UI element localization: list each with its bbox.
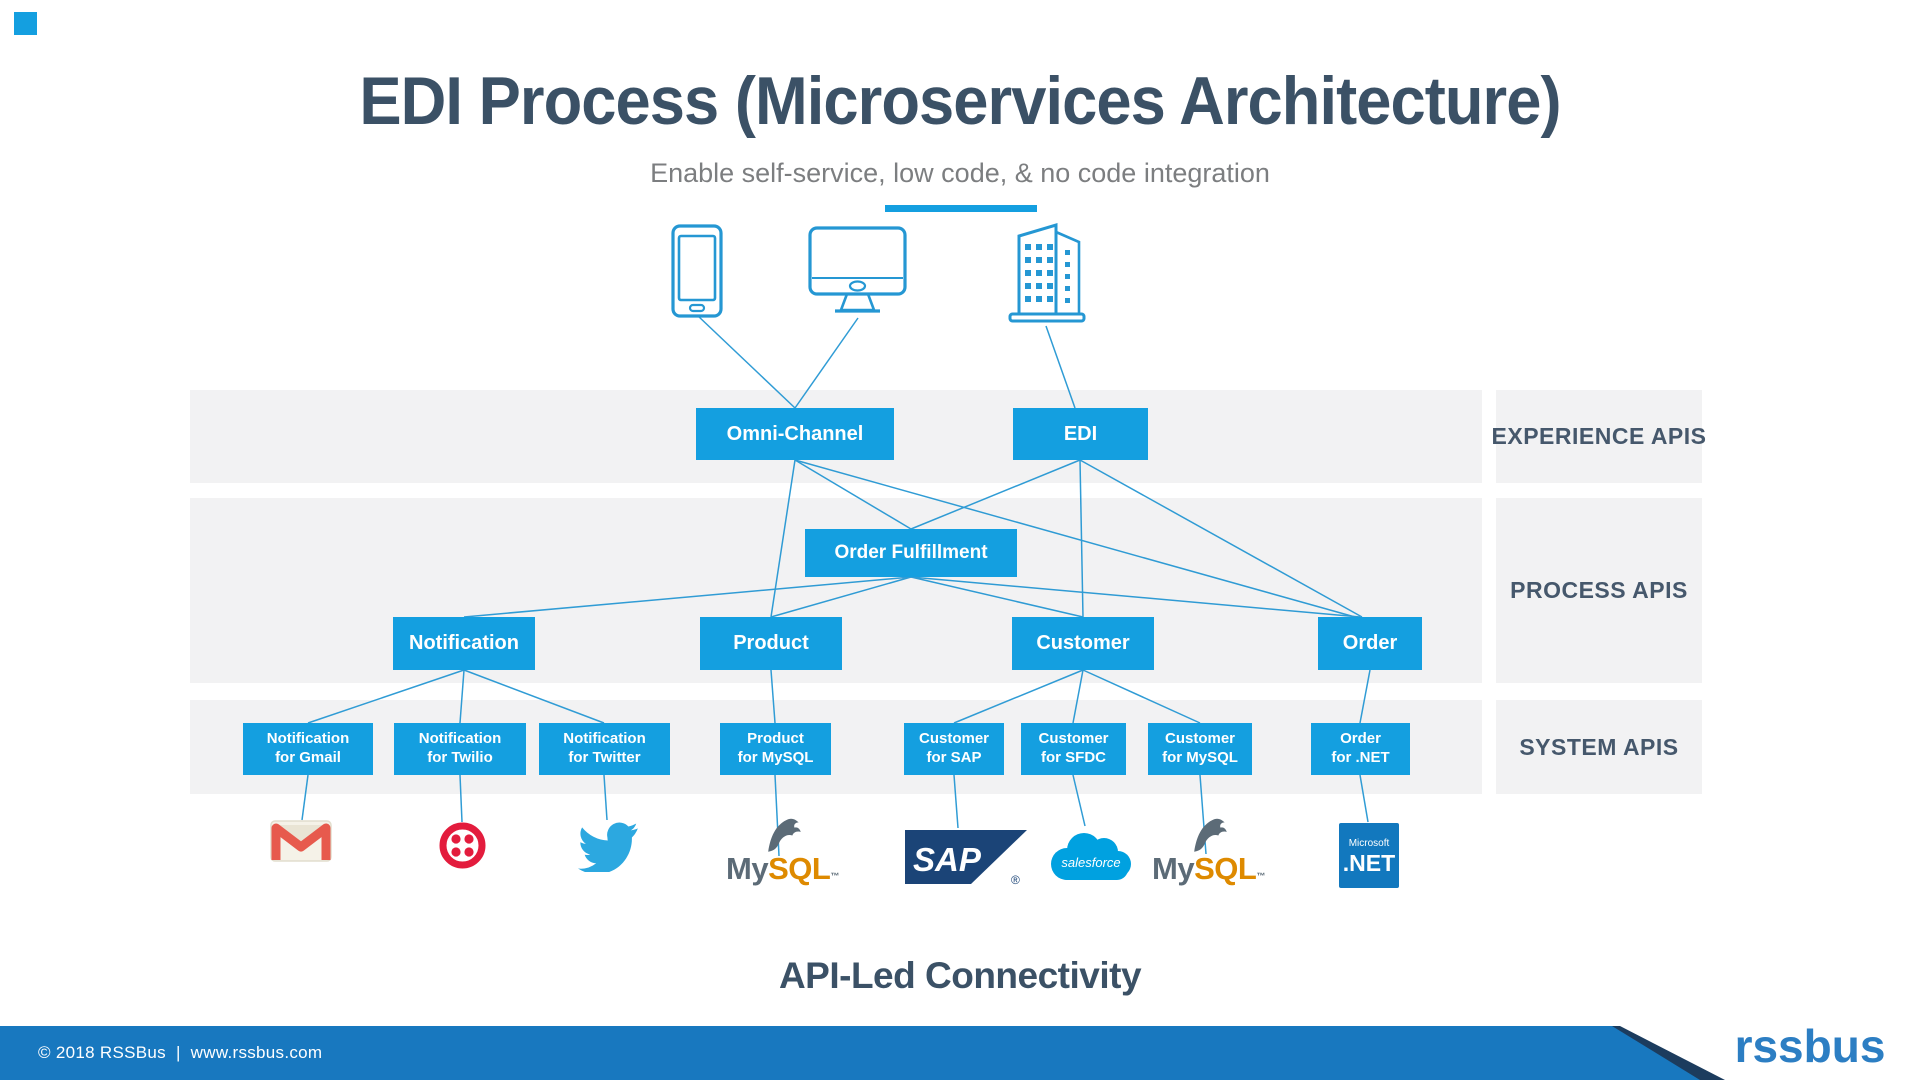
node-edi: EDI — [1013, 408, 1148, 460]
node-customer: Customer — [1012, 617, 1154, 670]
node-notification: Notification — [393, 617, 535, 670]
rssbus-logo: rssbus — [1734, 1020, 1886, 1072]
dotnet-logo: Microsoft .NET — [1339, 823, 1399, 888]
title-underline — [885, 205, 1037, 212]
svg-text:salesforce: salesforce — [1061, 855, 1120, 870]
node-product: Product — [700, 617, 842, 670]
footer-separator: | — [175, 1043, 181, 1062]
mysql-logo-customer: MySQL™ — [1152, 815, 1265, 887]
twilio-logo — [439, 822, 486, 869]
footer-website-link[interactable]: www.rssbus.com — [190, 1043, 323, 1062]
mysql-dolphin-icon — [768, 818, 801, 852]
node-order: Order — [1318, 617, 1422, 670]
mysql-logo-product: MySQL™ — [726, 815, 839, 887]
salesforce-logo: salesforce — [1051, 833, 1131, 880]
office-building-icon — [1008, 222, 1086, 323]
tagline: API-Led Connectivity — [778, 955, 1142, 996]
desktop-monitor-icon — [808, 226, 907, 313]
twitter-logo — [578, 822, 638, 872]
svg-text:.NET: .NET — [1343, 850, 1395, 876]
layer-label-system: SYSTEM APIS — [1496, 700, 1702, 794]
mysql-dolphin-icon — [1194, 818, 1227, 852]
page-title: EDI Process (Microservices Architecture) — [359, 63, 1561, 139]
node-omni-channel: Omni-Channel — [696, 408, 894, 460]
layer-label-experience: EXPERIENCE APIS — [1492, 390, 1706, 483]
gmail-logo — [270, 820, 332, 862]
node-order-fulfillment: Order Fulfillment — [805, 529, 1017, 577]
page-subtitle: Enable self-service, low code, & no code… — [650, 158, 1270, 188]
footer-copyright: © 2018 RSSBus — [38, 1043, 166, 1062]
svg-text:®: ® — [1011, 873, 1020, 887]
slide-accent-square — [14, 12, 37, 35]
smartphone-icon — [671, 224, 723, 318]
layer-label-process: PROCESS APIS — [1496, 498, 1702, 683]
sap-logo: SAP ® — [905, 830, 1027, 887]
svg-text:SAP: SAP — [913, 841, 982, 878]
svg-text:Microsoft: Microsoft — [1349, 838, 1390, 849]
footer-bar: © 2018 RSSBus | www.rssbus.com — [0, 1026, 1700, 1080]
